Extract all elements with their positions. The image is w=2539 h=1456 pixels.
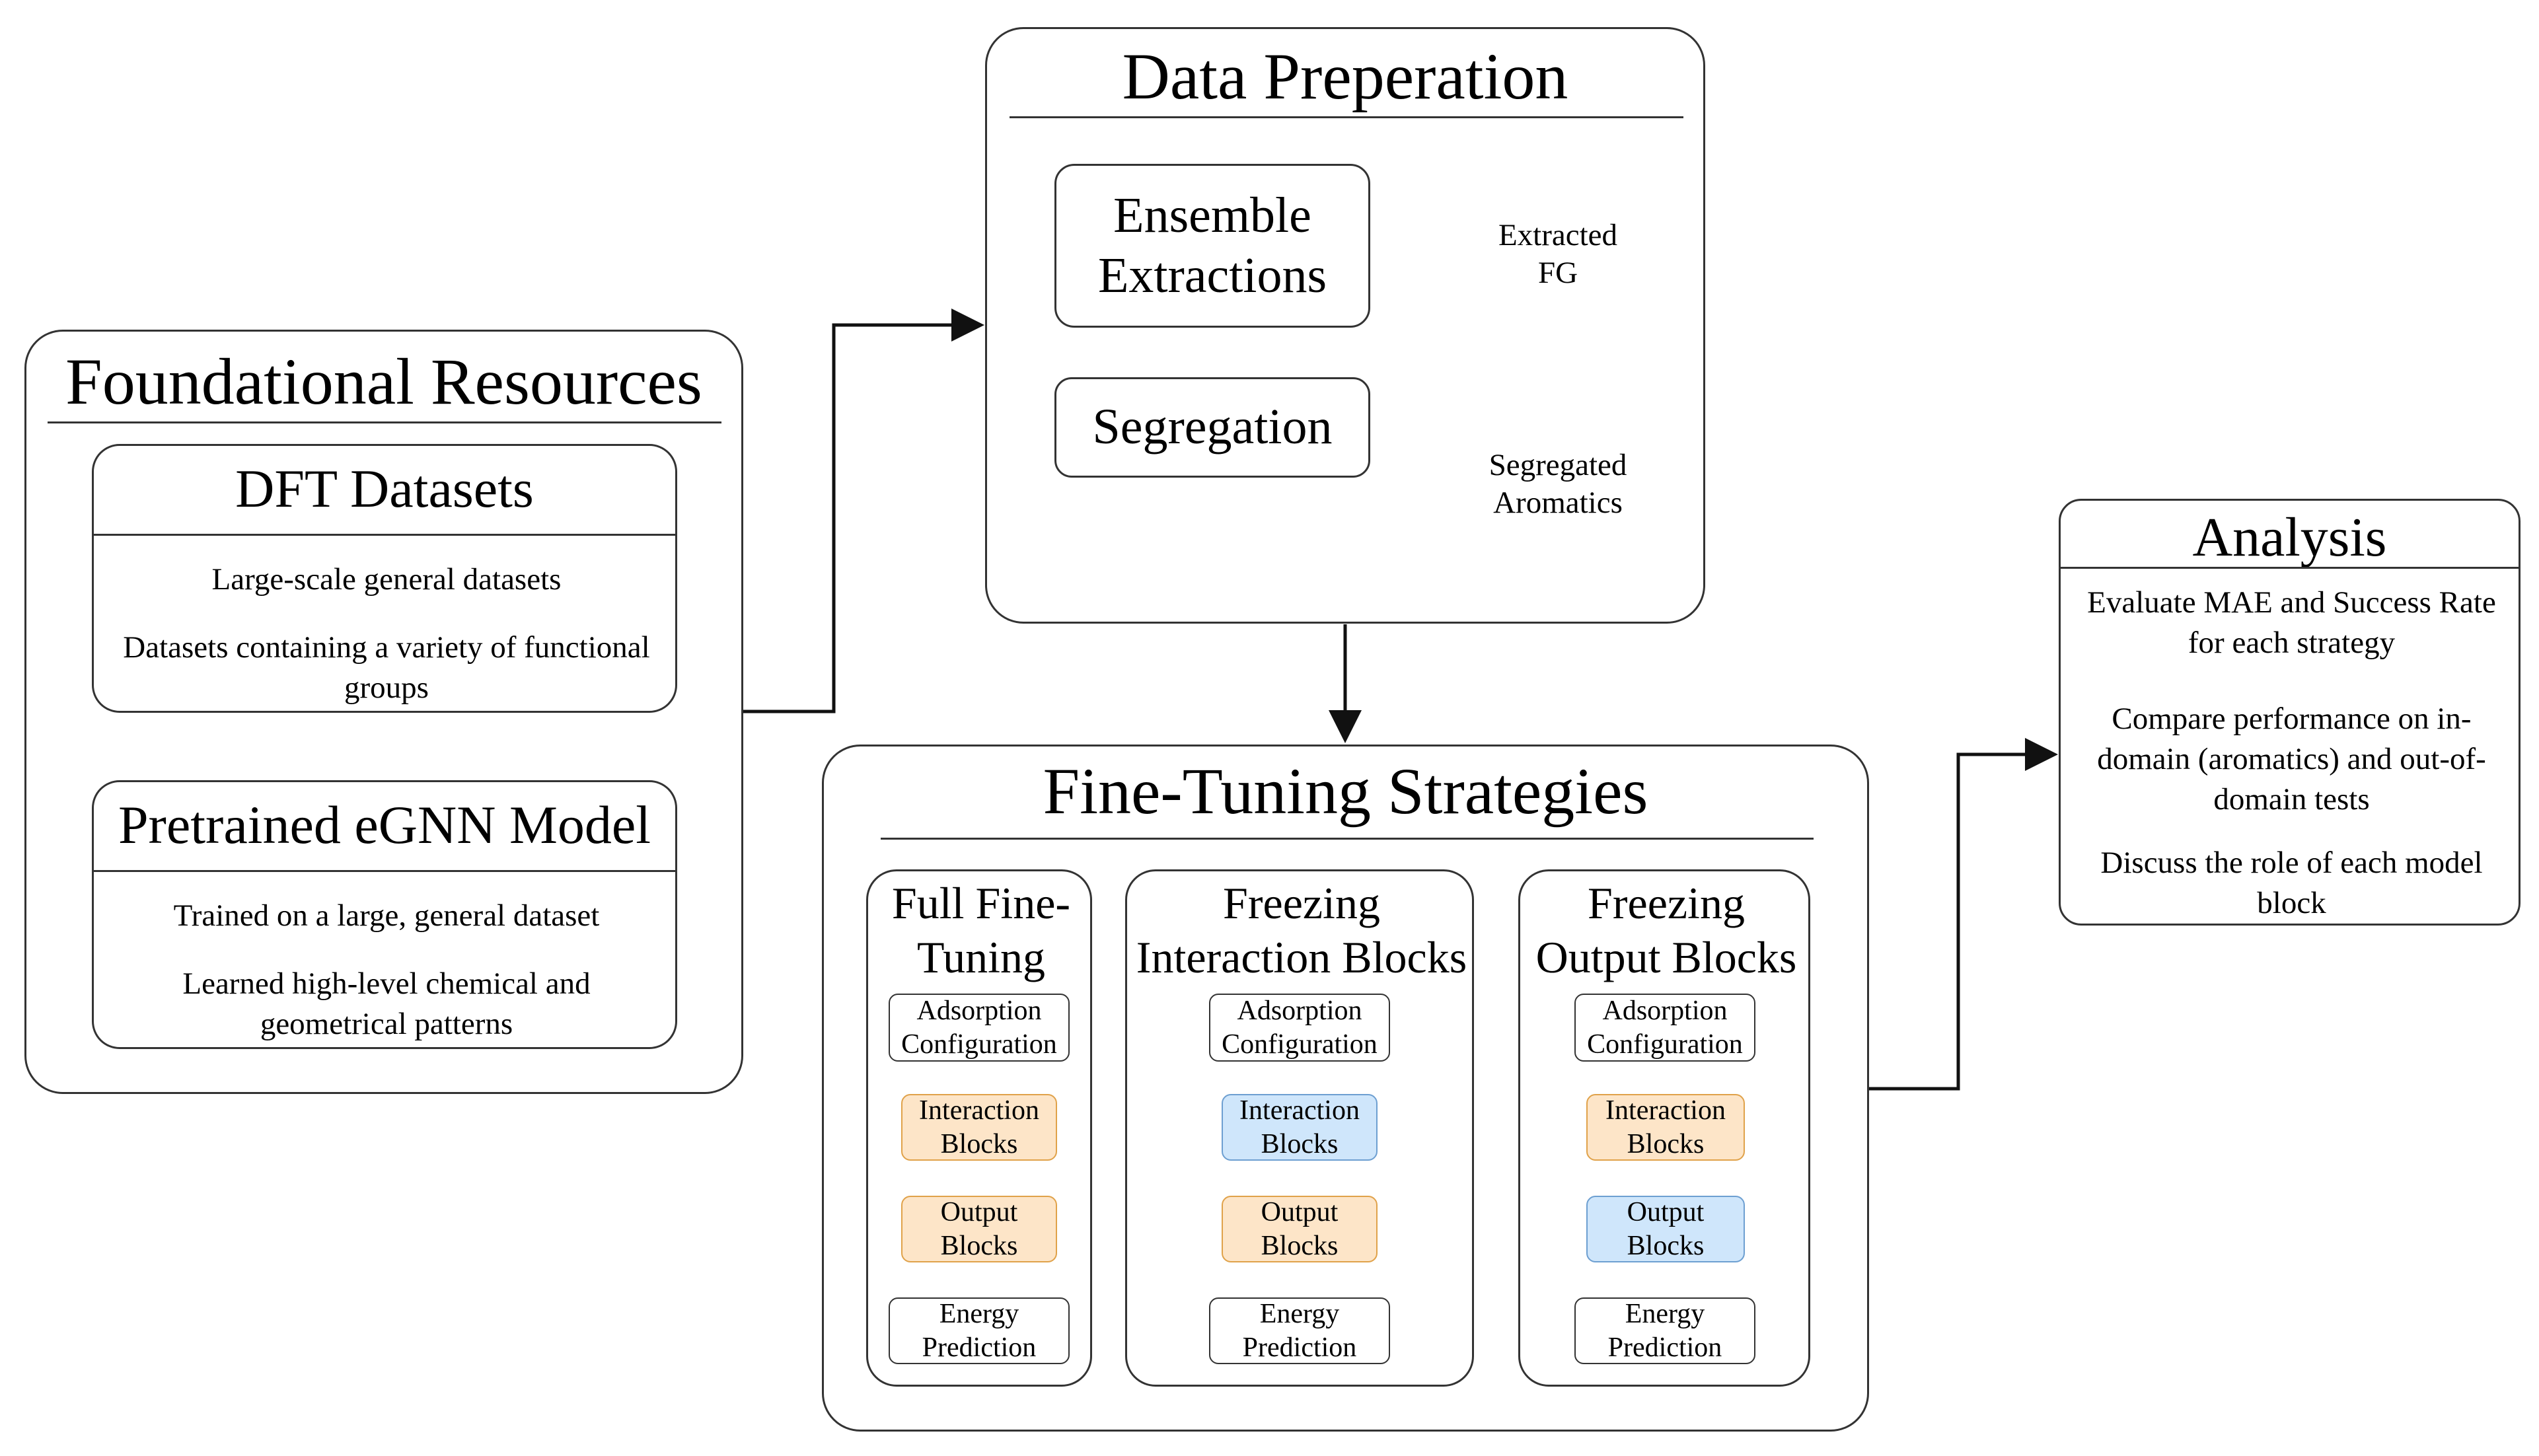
dft-item-1: Large-scale general datasets [211, 562, 562, 597]
strategy-freezing-interaction: Freezing Interaction Blocks [1125, 869, 1474, 1387]
dft-title-rule [94, 534, 675, 536]
egnn-title-rule [94, 870, 675, 872]
s3-interaction-blocks: Interaction Blocks [1586, 1094, 1745, 1161]
ensemble-extractions-box: Ensemble Extractions [1054, 164, 1370, 328]
s3-energy-prediction: Energy Prediction [1574, 1297, 1755, 1364]
analysis-item-3: Discuss the role of each model block [2100, 846, 2483, 921]
data-prep-title: Data Preperation [1122, 40, 1568, 113]
data-preparation-panel: Data Preperation Ensemble Extractions Se… [985, 27, 1705, 624]
dft-datasets-card: DFT Datasets Large-scale general dataset… [92, 444, 677, 713]
strategy-freezing-output: Freezing Output Blocks [1518, 869, 1810, 1387]
strategy-3-title: Freezing Output Blocks [1535, 878, 1797, 982]
s2-energy-prediction: Energy Prediction [1209, 1297, 1390, 1364]
data-prep-title-rule [1010, 116, 1683, 118]
s2-output-blocks: Output Blocks [1222, 1196, 1378, 1262]
egnn-title: Pretrained eGNN Model [118, 795, 651, 855]
dft-item-2: Datasets containing a variety of functio… [123, 630, 650, 706]
dft-datasets-title: DFT Datasets [235, 458, 534, 519]
strategy-2-title: Freezing Interaction Blocks [1136, 878, 1467, 982]
finetuning-title-rule [881, 838, 1814, 840]
segregation-box: Segregation [1054, 377, 1370, 478]
analysis-panel: Analysis Evaluate MAE and Success Rate f… [2059, 499, 2521, 926]
segregated-aromatics-label: Segregated Aromatics [1489, 447, 1627, 520]
analysis-item-1: Evaluate MAE and Success Rate for each s… [2087, 585, 2496, 661]
s2-interaction-blocks: Interaction Blocks [1222, 1094, 1378, 1161]
analysis-title: Analysis [2192, 507, 2387, 568]
foundational-title: Foundational Resources [65, 345, 702, 418]
extracted-fg-label: Extracted FG [1498, 217, 1618, 290]
finetuning-title: Fine-Tuning Strategies [1043, 754, 1648, 828]
segregation-label: Segregation [1092, 399, 1333, 455]
s3-adsorption-config: Adsorption Configuration [1574, 994, 1755, 1062]
foundational-resources-panel: Foundational Resources DFT Datasets Larg… [24, 330, 743, 1094]
strategy-full-finetuning: Full Fine-Tuning [866, 869, 1092, 1387]
s1-energy-prediction: Energy Prediction [889, 1297, 1070, 1364]
s3-output-blocks: Output Blocks [1586, 1196, 1745, 1262]
analysis-title-rule [2061, 567, 2519, 569]
arrow-finetuning-to-analysis [1869, 738, 2058, 1091]
s1-adsorption-config: Adsorption Configuration [889, 994, 1070, 1062]
egnn-item-2: Learned high-level chemical and geometri… [182, 966, 591, 1042]
s1-interaction-blocks: Interaction Blocks [901, 1094, 1057, 1161]
s2-adsorption-config: Adsorption Configuration [1209, 994, 1390, 1062]
ensemble-extractions-label: Ensemble Extractions [1097, 187, 1327, 303]
s1-output-blocks: Output Blocks [901, 1196, 1057, 1262]
foundational-title-rule [48, 421, 721, 423]
egnn-item-1: Trained on a large, general dataset [173, 898, 600, 933]
arrow-foundational-to-dataprep [743, 309, 984, 713]
analysis-item-2: Compare performance on in-domain (aromat… [2097, 702, 2486, 817]
pretrained-egnn-card: Pretrained eGNN Model Trained on a large… [92, 780, 677, 1049]
strategy-1-title: Full Fine-Tuning [891, 878, 1071, 982]
